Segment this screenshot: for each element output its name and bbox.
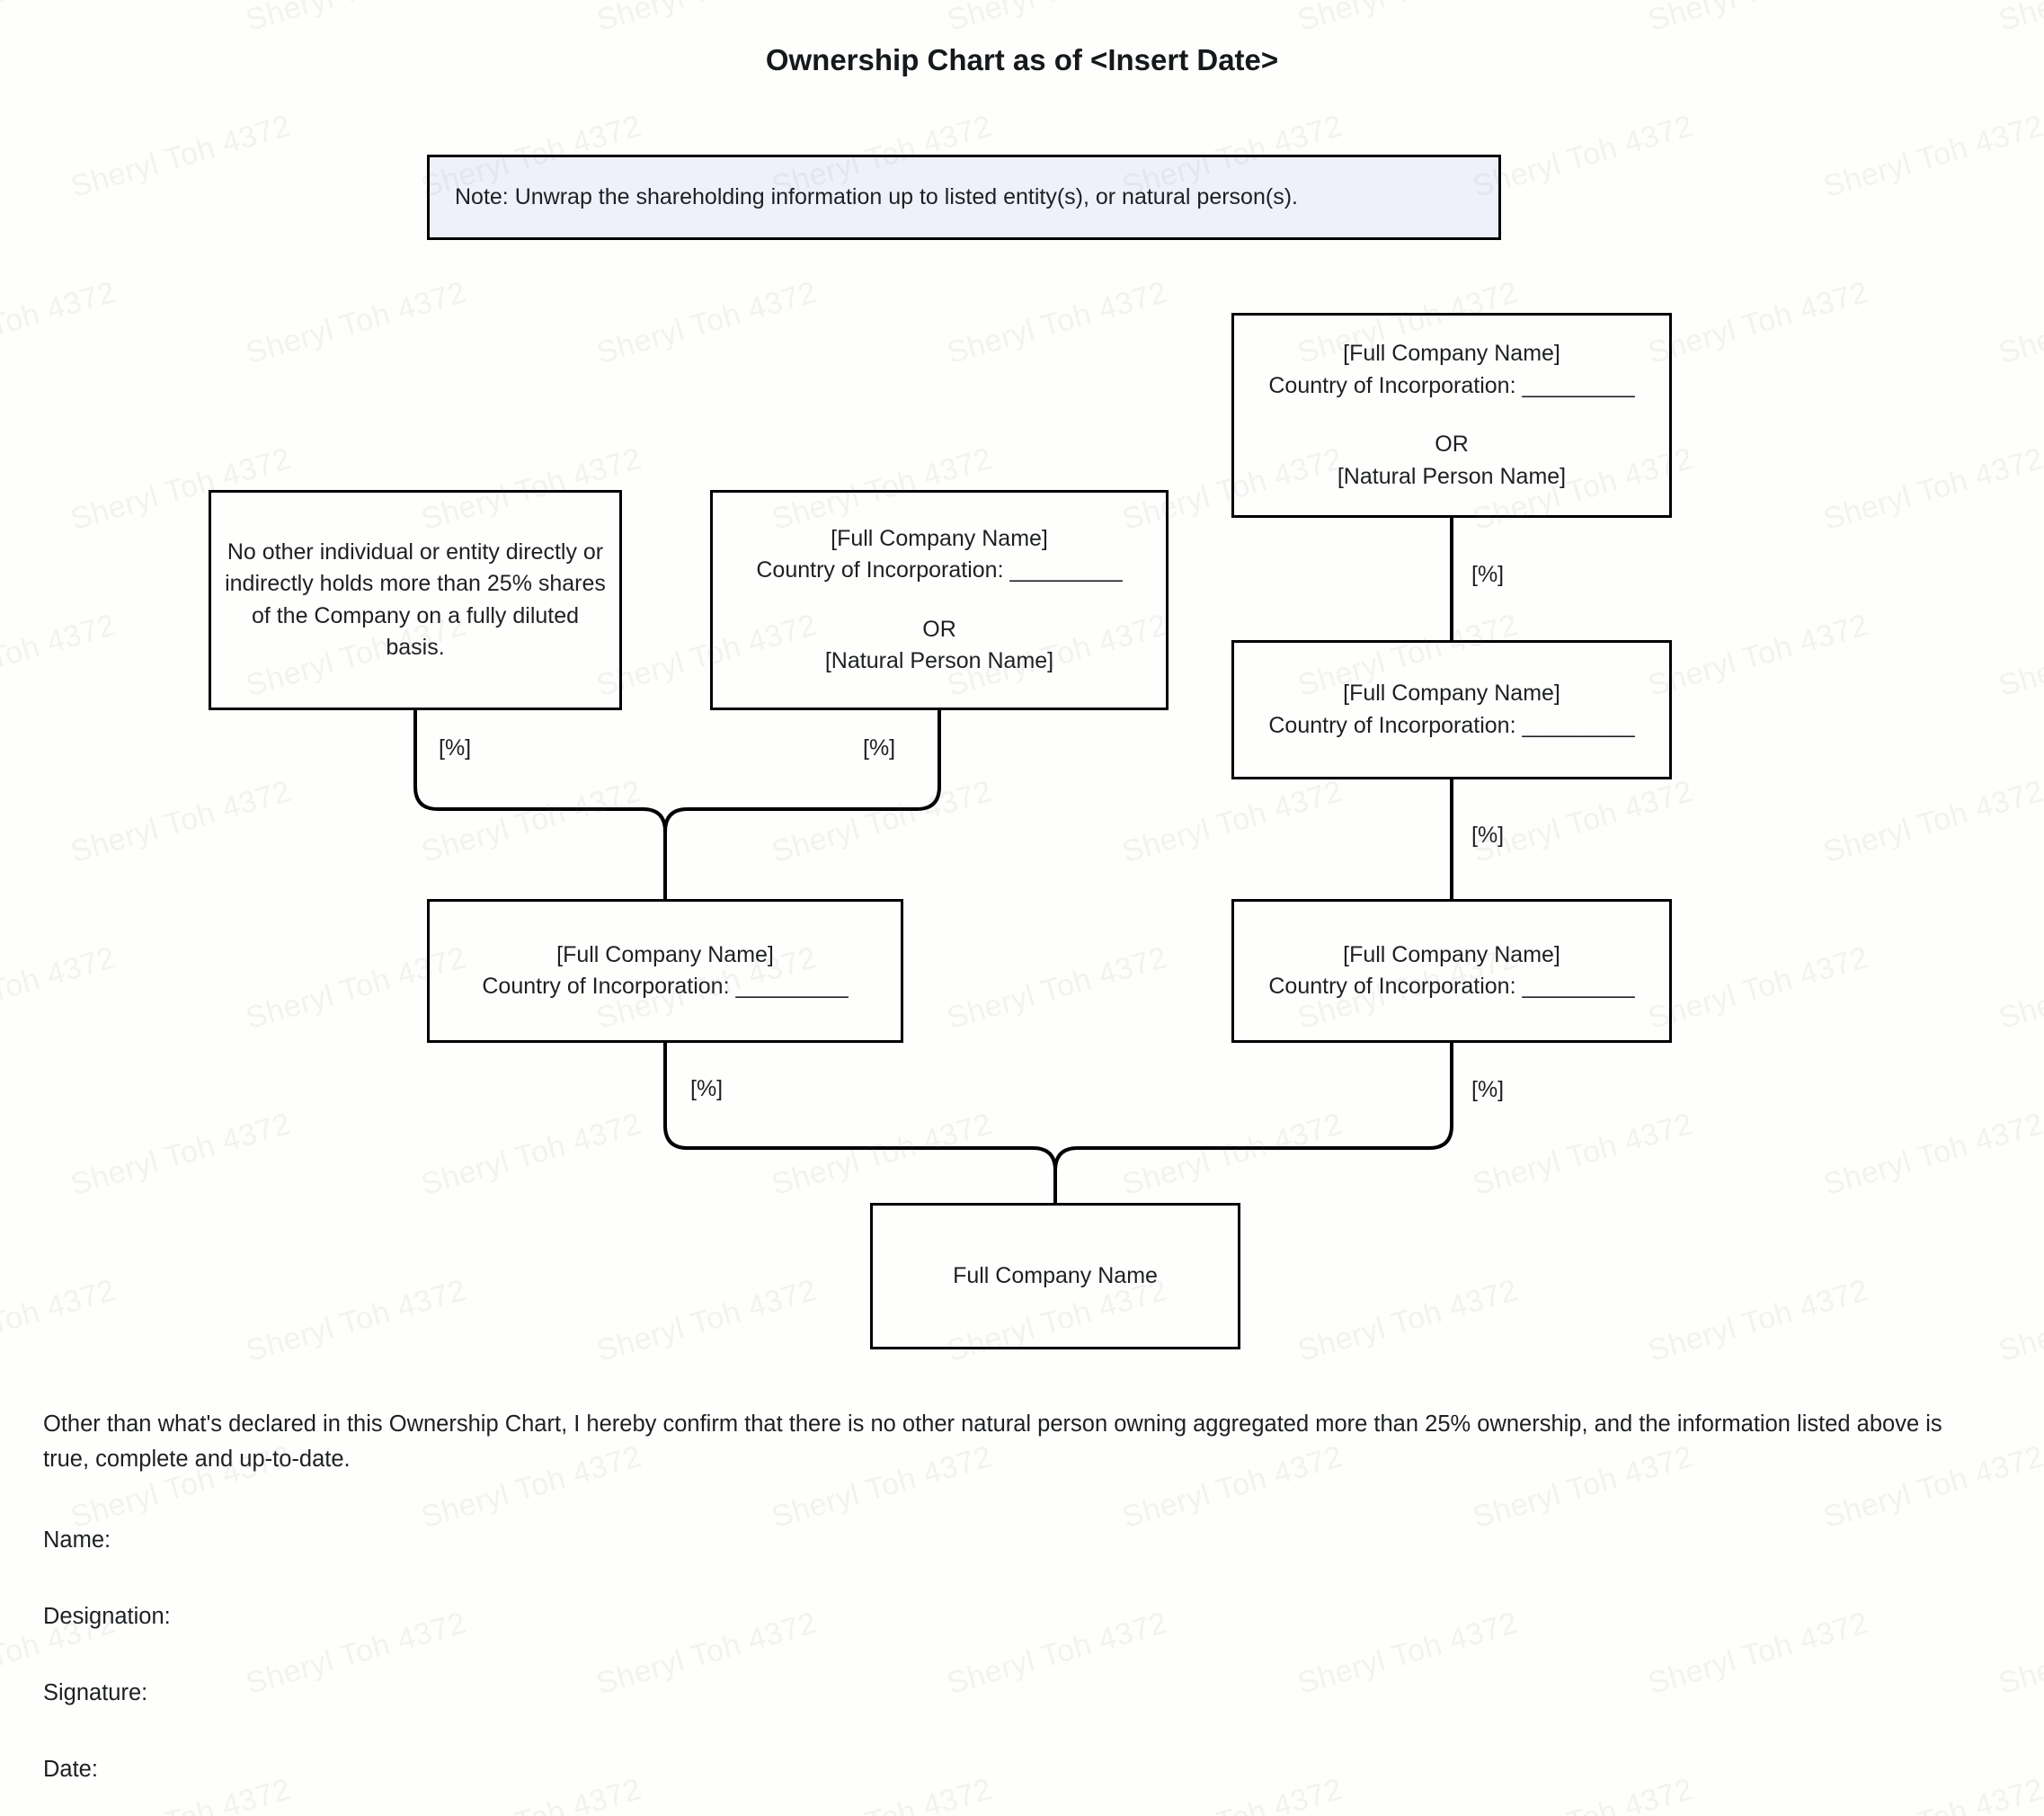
watermark-text: Sheryl Toh 4372 [1995, 1273, 2044, 1369]
watermark-text: Sheryl Toh 4372 [0, 607, 120, 703]
node-root-company-name: Full Company Name [953, 1262, 1158, 1288]
watermark-text: Sheryl Toh 4372 [592, 274, 821, 371]
watermark-text: Sheryl Toh 4372 [0, 1272, 120, 1368]
watermark-text: Sheryl Toh 4372 [243, 0, 471, 39]
note-text: Note: Unwrap the shareholding informatio… [455, 184, 1298, 210]
watermark-text: Sheryl Toh 4372 [1995, 275, 2044, 371]
node-right-lower-entity: [Full Company Name] Country of Incorpora… [1231, 899, 1672, 1043]
node-left-lower-company-name: [Full Company Name] [556, 941, 774, 967]
node-mid-upper-person-name: [Natural Person Name] [824, 648, 1054, 673]
watermark-text: Sheryl Toh 4372 [1644, 274, 1872, 371]
watermark-text: Sheryl Toh 4372 [1819, 1106, 2044, 1203]
watermark-text: Sheryl Toh 4372 [1469, 108, 1697, 205]
node-right-lower-company-name: [Full Company Name] [1343, 941, 1560, 967]
date-field-label: Date: [43, 1756, 98, 1782]
node-right-lower-country: Country of Incorporation: _________ [1268, 974, 1635, 999]
watermark-text: Sheryl Toh 4372 [1995, 1606, 2044, 1702]
node-right-top-company-name: [Full Company Name] [1343, 341, 1560, 366]
watermark-text: Sheryl Toh 4372 [1644, 1272, 1872, 1369]
node-right-mid-company-name: [Full Company Name] [1343, 681, 1560, 706]
note-banner: Note: Unwrap the shareholding informatio… [427, 155, 1501, 240]
watermark-text: Sheryl Toh 4372 [592, 1272, 821, 1369]
page-title: Ownership Chart as of <Insert Date> [765, 43, 1279, 76]
watermark-text: Sheryl Toh 4372 [67, 1106, 295, 1203]
node-mid-upper-or: OR [922, 616, 956, 642]
percent-label-no-other-to-left-lower: [%] [439, 735, 472, 761]
watermark-text: Sheryl Toh 4372 [1995, 0, 2044, 39]
node-mid-upper-company-name: [Full Company Name] [831, 525, 1048, 551]
node-right-top-country: Country of Incorporation: _________ [1268, 372, 1635, 398]
declaration-text: Other than what's declared in this Owner… [43, 1411, 1942, 1472]
watermark-text: Sheryl Toh 4372 [943, 939, 1171, 1037]
watermark-text: Sheryl Toh 4372 [0, 274, 120, 370]
watermark-text: Sheryl Toh 4372 [1819, 441, 2044, 538]
watermark-text: Sheryl Toh 4372 [0, 939, 120, 1036]
percent-label-right-lower-to-root: [%] [1471, 1077, 1505, 1102]
watermark-text: Sheryl Toh 4372 [242, 274, 470, 371]
watermark-text: Sheryl Toh 4372 [1118, 1106, 1346, 1203]
watermark-text: Sheryl Toh 4372 [1645, 0, 1873, 39]
watermark-text: Sheryl Toh 4372 [1469, 1106, 1697, 1203]
percent-label-right-top-to-right-mid: [%] [1471, 562, 1505, 587]
percent-label-left-lower-to-root: [%] [690, 1076, 724, 1101]
percent-label-right-mid-to-right-lower: [%] [1471, 823, 1505, 848]
designation-field-label: Designation: [43, 1603, 171, 1629]
edge-mid-upper-to-left-lower [663, 710, 941, 832]
watermark-text: Sheryl Toh 4372 [593, 0, 822, 39]
node-no-other-holder: No other individual or entity directly o… [209, 490, 622, 710]
node-right-top-shareholder: [Full Company Name] Country of Incorpora… [1231, 313, 1672, 518]
watermark-text: Sheryl Toh 4372 [1293, 1272, 1522, 1369]
watermark-text: Sheryl Toh 4372 [242, 1272, 470, 1369]
footer-declaration-block: Other than what's declared in this Owner… [43, 1407, 1958, 1783]
watermark-text: Sheryl Toh 4372 [1995, 940, 2044, 1037]
watermark-text: Sheryl Toh 4372 [1995, 608, 2044, 704]
watermark-text: Sheryl Toh 4372 [67, 773, 295, 870]
edge-right-lower-to-root [1053, 1043, 1453, 1171]
node-no-other-text: No other individual or entity directly o… [225, 539, 606, 661]
node-right-top-or: OR [1435, 432, 1469, 457]
name-field-label: Name: [43, 1527, 111, 1553]
node-mid-upper-shareholder: [Full Company Name] Country of Incorpora… [710, 490, 1169, 710]
node-right-mid-country: Country of Incorporation: _________ [1268, 712, 1635, 738]
watermark-text: Sheryl Toh 4372 [1819, 773, 2044, 870]
percent-label-mid-upper-to-left-lower: [%] [863, 735, 896, 761]
node-left-lower-country: Country of Incorporation: _________ [482, 974, 849, 999]
watermark-text: Sheryl Toh 4372 [944, 0, 1172, 39]
watermark-text: Sheryl Toh 4372 [768, 1106, 996, 1203]
signature-field-label: Signature: [43, 1679, 148, 1705]
watermark-text: Sheryl Toh 4372 [1819, 108, 2044, 205]
watermark-text: Sheryl Toh 4372 [1294, 0, 1523, 39]
node-mid-upper-country: Country of Incorporation: _________ [756, 557, 1123, 583]
watermark-text: Sheryl Toh 4372 [0, 0, 120, 39]
watermark-text: Sheryl Toh 4372 [943, 274, 1171, 371]
node-right-top-person-name: [Natural Person Name] [1337, 463, 1567, 489]
node-left-lower-entity: [Full Company Name] Country of Incorpora… [427, 899, 903, 1043]
watermark-text: Sheryl Toh 4372 [768, 773, 996, 870]
node-root-company: Full Company Name [870, 1203, 1240, 1349]
watermark-text: Sheryl Toh 4372 [1644, 939, 1872, 1037]
watermark-text: Sheryl Toh 4372 [417, 1106, 645, 1203]
watermark-text: Sheryl Toh 4372 [1644, 607, 1872, 704]
watermark-text: Sheryl Toh 4372 [417, 773, 645, 870]
watermark-text: Sheryl Toh 4372 [67, 108, 295, 205]
node-right-mid-entity: [Full Company Name] Country of Incorpora… [1231, 640, 1672, 779]
edge-left-lower-to-root [663, 1043, 1057, 1203]
watermark-text: Sheryl Toh 4372 [1118, 773, 1346, 870]
